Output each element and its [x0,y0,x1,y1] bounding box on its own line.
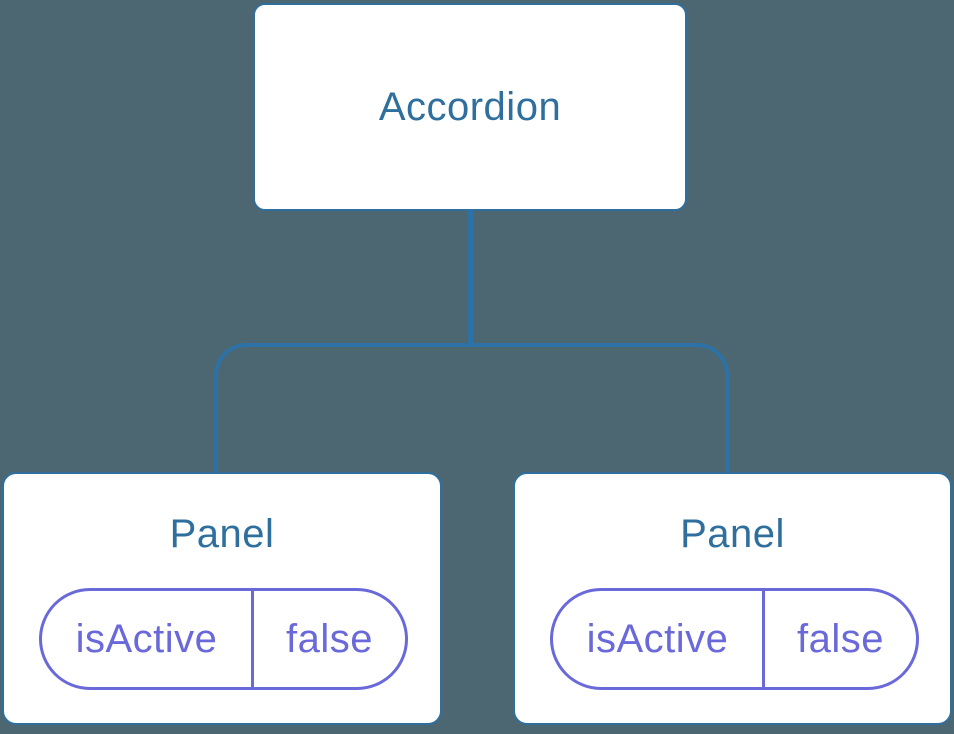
state-pill: isActive false [550,588,919,690]
component-node-accordion: Accordion [253,3,687,211]
state-value: false [286,616,373,661]
state-pill: isActive false [39,588,408,690]
component-label-panel: Panel [680,512,785,556]
component-label-accordion: Accordion [378,84,562,129]
component-node-panel-right: Panel isActive false [513,472,952,725]
connector-bracket [214,343,729,472]
state-value: false [797,616,884,661]
state-key: isActive [553,591,765,687]
component-label-panel: Panel [169,512,275,556]
connector-stem [468,209,473,347]
state-key: isActive [42,591,254,687]
component-node-panel-left: Panel isActive false [2,472,442,725]
